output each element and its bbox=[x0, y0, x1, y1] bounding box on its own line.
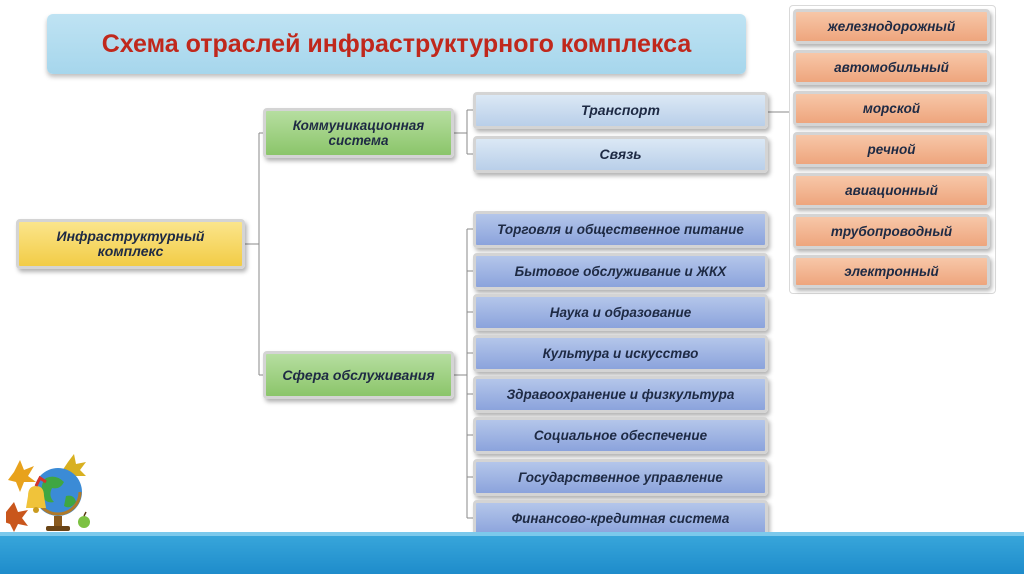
transport-type: электронный bbox=[793, 255, 990, 288]
transport-type-label: авиационный bbox=[845, 183, 938, 198]
transport-type-label: автомобильный bbox=[834, 60, 949, 75]
page-title: Схема отраслей инфраструктурного комплек… bbox=[101, 29, 692, 58]
service-item: Здравоохранение и физкультура bbox=[473, 376, 768, 413]
transport-type-label: железнодорожный bbox=[827, 19, 956, 34]
service-item-label: Социальное обеспечение bbox=[533, 428, 708, 443]
transport-type-label: морской bbox=[862, 101, 921, 116]
transport-type-label: речной bbox=[867, 142, 916, 157]
title-banner: Схема отраслей инфраструктурного комплек… bbox=[47, 14, 746, 74]
item-communication: Связь bbox=[473, 136, 768, 173]
transport-type: речной bbox=[793, 132, 990, 167]
item-transport-label: Транспорт bbox=[581, 102, 660, 118]
service-item: Государственное управление bbox=[473, 459, 768, 496]
service-item: Культура и искусство bbox=[473, 335, 768, 372]
service-item-label: Государственное управление bbox=[518, 470, 723, 485]
footer-band bbox=[0, 532, 1024, 574]
item-communication-label: Связь bbox=[599, 146, 642, 162]
branch-services: Сфера обслуживания bbox=[263, 351, 454, 399]
globe-bell-leaves-icon bbox=[6, 454, 90, 532]
service-item-label: Культура и искусство bbox=[542, 346, 699, 361]
transport-type-label: электронный bbox=[844, 264, 939, 279]
service-item-label: Торговля и общественное питание bbox=[497, 222, 744, 237]
transport-type: трубопроводный bbox=[793, 214, 990, 249]
service-item: Бытовое обслуживание и ЖКХ bbox=[473, 253, 768, 290]
item-transport: Транспорт bbox=[473, 92, 768, 129]
service-item: Наука и образование bbox=[473, 294, 768, 331]
service-item: Социальное обеспечение bbox=[473, 417, 768, 454]
transport-type: морской bbox=[793, 91, 990, 126]
branch-services-label: Сфера обслуживания bbox=[282, 366, 435, 383]
transport-type: железнодорожный bbox=[793, 9, 990, 44]
service-item: Торговля и общественное питание bbox=[473, 211, 768, 248]
service-item-label: Бытовое обслуживание и ЖКХ bbox=[514, 264, 727, 279]
branch-communication-label: Коммуникационная система bbox=[292, 118, 425, 148]
transport-type: автомобильный bbox=[793, 50, 990, 85]
branch-communication: Коммуникационная система bbox=[263, 108, 454, 158]
service-item-label: Финансово-кредитная система bbox=[511, 511, 730, 526]
root-node: Инфраструктурный комплекс bbox=[16, 219, 245, 269]
root-node-label: Инфраструктурный комплекс bbox=[56, 228, 205, 259]
transport-type-label: трубопроводный bbox=[830, 224, 953, 239]
service-item-label: Наука и образование bbox=[549, 305, 692, 320]
service-item-label: Здравоохранение и физкультура bbox=[506, 387, 735, 402]
transport-type: авиационный bbox=[793, 173, 990, 208]
